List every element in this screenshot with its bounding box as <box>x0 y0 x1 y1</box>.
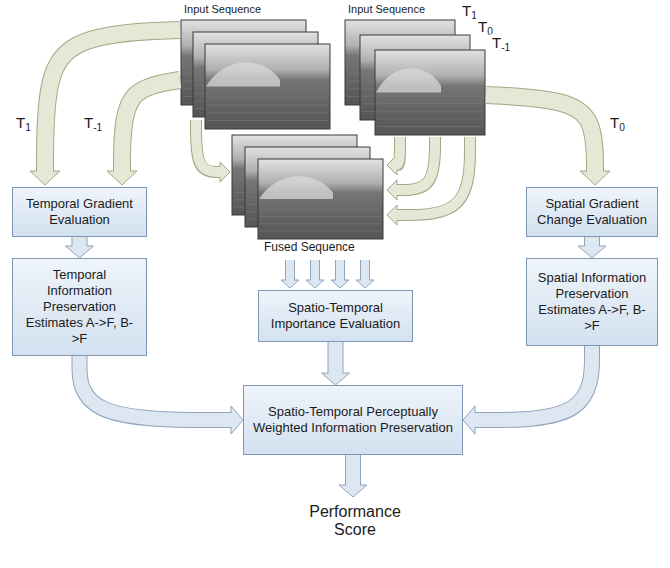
sea-texture <box>207 120 328 121</box>
box-text: Temporal Information Preservation Estima… <box>22 267 137 347</box>
arrow-body <box>329 342 343 375</box>
annotation-label: Input Sequence <box>182 3 263 16</box>
sea-texture <box>260 202 381 203</box>
fused-arrow <box>281 260 299 288</box>
arrow-body <box>80 356 234 420</box>
process-box: Temporal Information Preservation Estima… <box>12 258 147 356</box>
annotation-label: T-1 <box>490 34 512 54</box>
flow-arrow <box>66 237 94 258</box>
box-text: Spatio-Temporal Importance Evaluation <box>268 300 403 332</box>
arrow-body <box>346 455 360 487</box>
video-frame <box>375 50 485 135</box>
symbol-letter: T <box>84 114 93 131</box>
annotation-label: T1 <box>14 114 33 134</box>
symbol-letter: T <box>16 114 25 131</box>
arrow-body <box>311 260 319 282</box>
input-arrow <box>196 120 230 182</box>
process-box: Spatio-Temporal Importance Evaluation <box>258 290 413 342</box>
sea-texture <box>377 95 483 96</box>
arrow-body <box>336 260 344 282</box>
annotation-label: T0 <box>608 114 627 134</box>
fused-arrow <box>356 260 374 288</box>
sea-texture <box>260 216 381 217</box>
arrow-body <box>122 80 180 173</box>
symbol-letter: T <box>492 34 501 51</box>
input-arrow <box>107 80 180 185</box>
sea-texture <box>260 223 381 224</box>
annotation-label: Input Sequence <box>346 3 427 16</box>
frame-image <box>375 50 485 135</box>
wave-shape <box>376 68 441 92</box>
wave-shape <box>259 176 333 199</box>
flow-arrow <box>463 346 592 434</box>
arrow-head <box>580 171 610 185</box>
arrow-head <box>107 171 137 185</box>
process-box: Spatio-Temporal Perceptually Weighted In… <box>243 385 463 455</box>
process-box: Spatial Gradient Change Evaluation <box>526 187 658 237</box>
sea-texture <box>377 126 483 127</box>
arrow-body <box>486 95 595 173</box>
input-arrow <box>387 137 470 225</box>
sea-texture <box>377 111 483 112</box>
box-text: Spatial Gradient Change Evaluation <box>536 196 648 228</box>
arrow-body <box>361 260 369 282</box>
arrow-body <box>395 137 435 190</box>
illustration-arrows <box>30 30 610 288</box>
process-box: Temporal Gradient Evaluation <box>12 187 147 237</box>
process-box: Spatial Information Preservation Estimat… <box>526 258 658 346</box>
video-frame <box>205 44 330 129</box>
arrow-body <box>45 30 180 173</box>
fused-arrow <box>331 260 349 288</box>
sea-texture <box>377 103 483 104</box>
flow-arrow <box>578 237 606 258</box>
arrow-body <box>395 137 400 165</box>
arrow-body <box>196 120 222 172</box>
flow-arrow <box>80 356 244 434</box>
frame-image <box>205 44 330 129</box>
arrow-body <box>286 260 294 282</box>
sea-texture <box>260 231 381 232</box>
subscript: -1 <box>93 122 102 133</box>
output-label: Performance Score <box>293 503 417 540</box>
arrow-body <box>473 346 592 420</box>
box-text: Spatio-Temporal Perceptually Weighted In… <box>253 404 453 436</box>
annotation-label: Fused Sequence <box>262 241 357 255</box>
fused-arrow <box>306 260 324 288</box>
input-arrow <box>30 30 180 185</box>
symbol-letter: T <box>610 114 619 131</box>
input-arrow <box>387 137 400 175</box>
box-text: Temporal Gradient Evaluation <box>22 196 137 228</box>
sea-texture <box>207 112 328 113</box>
subscript: -1 <box>501 42 510 53</box>
video-frame <box>258 159 383 239</box>
arrow-body <box>395 137 470 215</box>
sea-texture <box>207 89 328 90</box>
subscript: 1 <box>25 122 31 133</box>
arrow-body <box>73 237 87 248</box>
sea-texture <box>260 209 381 210</box>
frame-image <box>258 159 383 239</box>
symbol-letter: T <box>462 2 471 19</box>
sea-texture <box>207 97 328 98</box>
input-arrow <box>387 137 435 200</box>
flow-arrow <box>322 342 350 385</box>
input-arrow <box>486 95 610 185</box>
annotation-label: T-1 <box>82 114 104 134</box>
arrow-body <box>585 237 599 248</box>
sea-texture <box>207 105 328 106</box>
box-text: Spatial Information Preservation Estimat… <box>536 270 648 334</box>
arrow-head <box>30 171 60 185</box>
wave-shape <box>206 62 280 86</box>
output-arrow <box>339 455 367 497</box>
sea-texture <box>377 118 483 119</box>
subscript: 0 <box>619 122 625 133</box>
symbol-letter: T <box>478 18 487 35</box>
